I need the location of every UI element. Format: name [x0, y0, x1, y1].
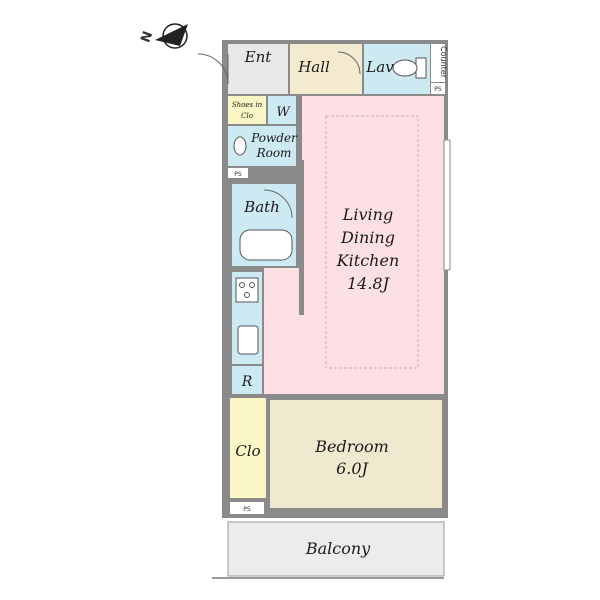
label-pipe-space-bottom: PS [243, 506, 251, 513]
room-ldk-kitchen-side [264, 268, 304, 394]
toilet-icon [392, 57, 427, 79]
label-shoes-closet-1: Shoes in [232, 101, 263, 109]
label-bedroom: Bedroom [314, 437, 389, 456]
label-closet: Clo [235, 442, 260, 460]
pipe-space-mid [228, 168, 248, 178]
room-entrance [228, 44, 288, 94]
closet [230, 398, 266, 498]
kitchen-sink-icon [237, 325, 259, 355]
pipe-space-bottom [230, 502, 264, 514]
label-washer: W [276, 105, 291, 120]
label-pipe-space-top: PS [434, 86, 442, 93]
bathtub-icon [239, 229, 293, 261]
ldk-guide [325, 115, 419, 369]
counter-area [431, 44, 445, 82]
label-powder-room-2: Room [256, 146, 292, 160]
pipe-space-top [431, 83, 445, 94]
label-ldk-size: 14.8J [347, 274, 391, 293]
stove-icon [235, 277, 259, 303]
washer-space [268, 96, 296, 124]
compass-north-label: N [138, 29, 156, 44]
partition-wall [299, 160, 304, 315]
compass: N [138, 23, 188, 49]
label-bath: Bath [243, 198, 280, 216]
label-shoes-closet-2: Clo [241, 112, 253, 120]
label-balcony: Balcony [305, 539, 371, 558]
label-powder-room-1: Powder [250, 131, 298, 145]
label-ldk-2: Dining [340, 228, 395, 247]
room-hall [290, 44, 362, 94]
compass-needle-icon [155, 24, 188, 46]
label-hall: Hall [297, 58, 330, 76]
label-ldk-3: Kitchen [336, 251, 400, 270]
label-counter: Counter [439, 46, 448, 79]
label-lavatory: Lav [365, 58, 394, 76]
label-ldk-1: Living [342, 205, 393, 224]
label-entrance: Ent [244, 48, 273, 66]
label-pipe-space-mid: PS [234, 171, 242, 178]
shoes-closet [228, 96, 266, 124]
sink-icon [233, 136, 247, 156]
room-bedroom [270, 400, 442, 508]
balcony [227, 521, 445, 577]
bath-door-swing [263, 189, 293, 219]
hall-door-swing [337, 51, 361, 75]
refrigerator-space [232, 366, 262, 394]
label-refrigerator: R [241, 374, 253, 390]
label-bedroom-size: 6.0J [336, 459, 369, 478]
window-right [443, 139, 451, 271]
room-ldk [302, 96, 444, 394]
